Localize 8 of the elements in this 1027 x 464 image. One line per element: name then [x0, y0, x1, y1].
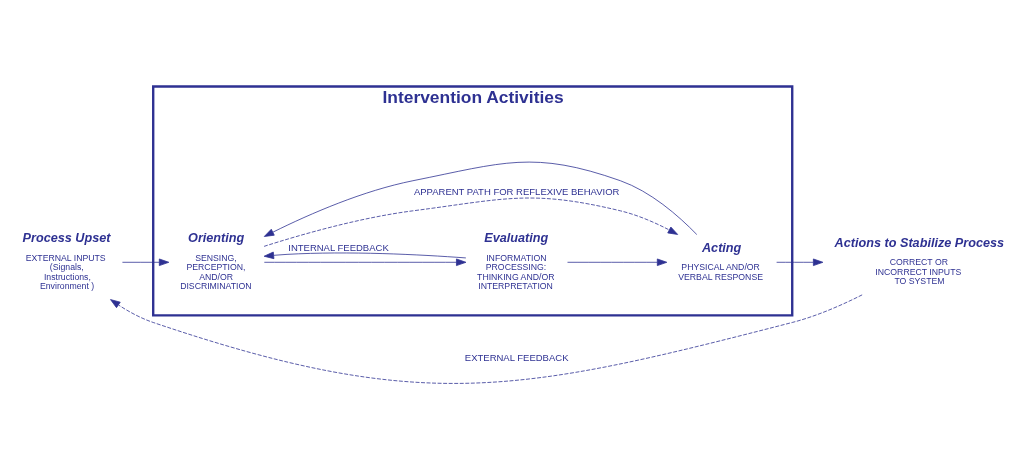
edge-label: APPARENT PATH FOR REFLEXIVE BEHAVIOR	[413, 186, 620, 198]
node-text: Evaluating INFORMATION PROCESSING: THINKING AND/OR INTERPRETATION	[477, 231, 555, 292]
edge-label: EXTERNAL FEEDBACK	[464, 351, 569, 363]
node-text: Acting PHYSICAL AND/OR VERBAL RESPONSE	[678, 240, 764, 282]
edge-label: INTERNAL FEEDBACK	[288, 241, 389, 253]
node-text: Orienting SENSING, PERCEPTION, AND/OR DISCRIMINATION	[180, 231, 252, 292]
node-text: Process Upset EXTERNAL INPUTS (Signals, Instructions, Environment )	[22, 231, 111, 292]
node-text: Actions to Stabilize Process CORRECT OR INCORRECT INPUTS TO SYSTEM	[834, 236, 1005, 287]
